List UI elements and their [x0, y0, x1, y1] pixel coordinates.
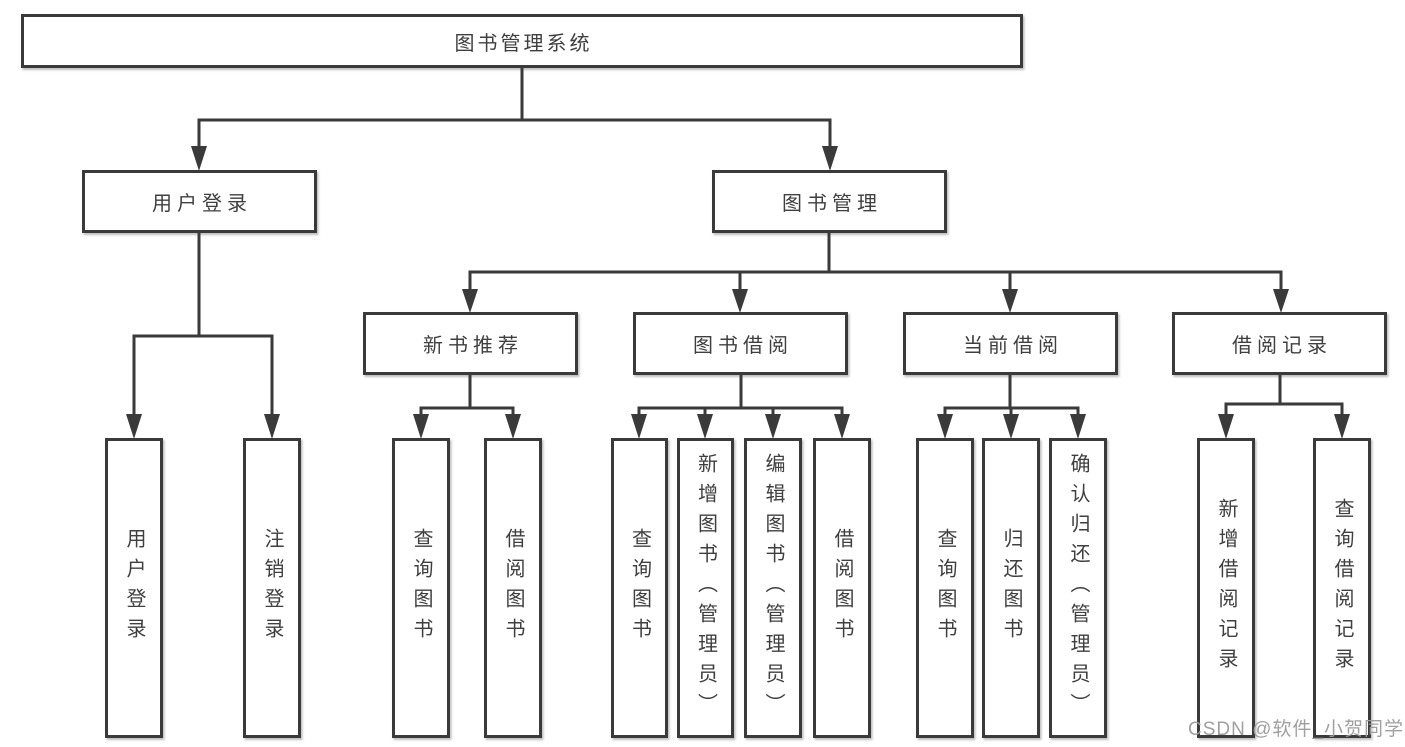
- node-label: 用户登录: [152, 193, 252, 215]
- node-label: 借阅图书: [831, 528, 853, 648]
- arrowheads: [126, 146, 1350, 439]
- leaf-add-borrow-record: 新增借阅记录: [1197, 438, 1255, 738]
- node-label: 图书借阅: [693, 335, 793, 357]
- leaf-query-borrow-record: 查询借阅记录: [1313, 438, 1371, 738]
- leaf-confirm-return-admin: 确认归还（管理员）: [1049, 438, 1107, 738]
- node-label: 新增图书（管理员）: [694, 453, 717, 723]
- node-label: 当前借阅: [963, 335, 1063, 357]
- node-current-borrow: 当前借阅: [903, 312, 1118, 375]
- node-label: 图书管理: [782, 193, 882, 215]
- node-book-borrow: 图书借阅: [633, 312, 848, 375]
- node-label: 查询图书: [934, 528, 956, 648]
- node-label: 查询借阅记录: [1331, 498, 1353, 678]
- leaf-add-books-admin: 新增图书（管理员）: [677, 438, 734, 738]
- node-label: 归还图书: [1000, 528, 1022, 648]
- leaf-logout: 注销登录: [243, 438, 301, 738]
- leaf-edit-books-admin: 编辑图书（管理员）: [744, 438, 802, 738]
- leaf-borrow-books: 借阅图书: [813, 438, 871, 738]
- leaf-user-login: 用户登录: [105, 438, 163, 738]
- node-label: 新书推荐: [423, 335, 523, 357]
- node-book-management: 图书管理: [712, 170, 947, 233]
- watermark: CSDN @软件_小贺同学: [1188, 719, 1404, 740]
- leaf-query-books-borrow: 查询图书: [611, 438, 668, 738]
- node-label: 借阅记录: [1232, 335, 1332, 357]
- node-new-book-recommend: 新书推荐: [363, 312, 578, 375]
- node-label: 注销登录: [261, 528, 283, 648]
- node-label: 查询图书: [410, 528, 432, 648]
- node-label: 编辑图书（管理员）: [762, 453, 784, 723]
- leaf-return-books: 归还图书: [982, 438, 1040, 738]
- node-label: 用户登录: [123, 528, 145, 648]
- connector-paths: [132, 68, 1344, 434]
- node-label: 确认归还（管理员）: [1067, 453, 1089, 723]
- leaf-query-books-recommend: 查询图书: [392, 438, 450, 738]
- leaf-borrow-books-recommend: 借阅图书: [484, 438, 542, 738]
- node-label: 查询图书: [628, 528, 651, 648]
- node-library-management-system: 图书管理系统: [21, 14, 1023, 68]
- node-label: 图书管理系统: [454, 32, 593, 55]
- leaf-query-books-current: 查询图书: [916, 438, 974, 738]
- node-borrow-records: 借阅记录: [1172, 312, 1387, 375]
- node-label: 新增借阅记录: [1215, 498, 1237, 678]
- node-user-login: 用户登录: [82, 170, 317, 233]
- node-label: 借阅图书: [502, 528, 524, 648]
